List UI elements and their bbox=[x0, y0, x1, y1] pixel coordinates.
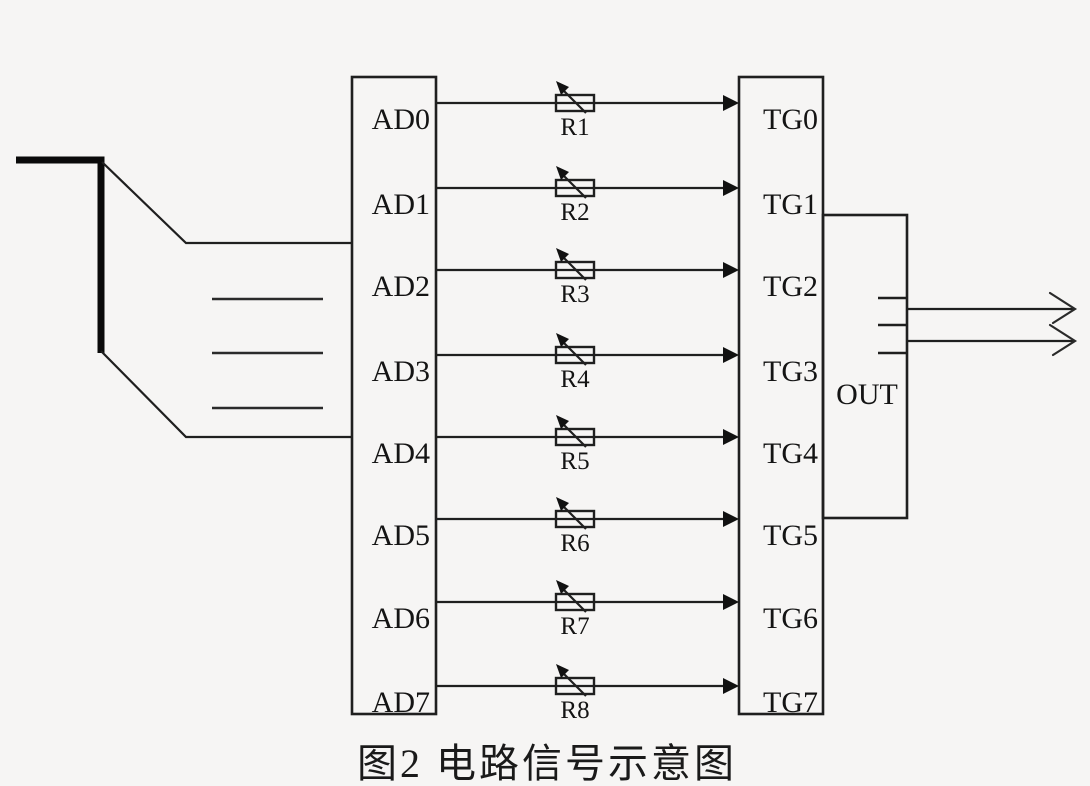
resistor-label-5: R6 bbox=[560, 530, 589, 557]
wire-arrowhead-icon bbox=[723, 594, 739, 610]
resistor-arrowhead-icon bbox=[556, 415, 569, 429]
resistor-body-7 bbox=[554, 676, 596, 696]
wire-arrowhead-icon bbox=[723, 511, 739, 527]
out-box bbox=[821, 213, 909, 520]
resistor-body-2 bbox=[554, 260, 596, 280]
signal-row-3: AD3 TG3 R4 bbox=[372, 333, 818, 393]
resistor-arrowhead-icon bbox=[556, 497, 569, 511]
signal-row-1: AD1 TG1 R2 bbox=[372, 166, 818, 226]
resistor-arrowhead-icon bbox=[556, 664, 569, 678]
resistor-body-1 bbox=[554, 178, 596, 198]
resistor-arrowhead-icon bbox=[556, 166, 569, 180]
pin-label-tg1: TG1 bbox=[763, 188, 818, 221]
resistor-label-7: R8 bbox=[560, 697, 589, 724]
pin-label-ad6: AD6 bbox=[372, 602, 430, 635]
signal-row-6: AD6 TG6 R7 bbox=[372, 580, 818, 640]
signal-row-5: AD5 TG5 R6 bbox=[372, 497, 818, 557]
resistor-body-4 bbox=[554, 427, 596, 447]
pin-label-ad3: AD3 bbox=[372, 355, 430, 388]
wire-arrowhead-icon bbox=[723, 347, 739, 363]
wire-arrowhead-icon bbox=[723, 429, 739, 445]
pin-label-ad0: AD0 bbox=[372, 103, 430, 136]
signal-row-7: AD7 TG7 R8 bbox=[372, 664, 818, 724]
pin-label-tg7: TG7 bbox=[763, 686, 818, 719]
pin-label-tg3: TG3 bbox=[763, 355, 818, 388]
wire-arrowhead-icon bbox=[723, 95, 739, 111]
resistor-label-6: R7 bbox=[560, 613, 589, 640]
wire-arrowhead-icon bbox=[723, 262, 739, 278]
signal-row-0: AD0 TG0 R1 bbox=[372, 81, 818, 141]
ad-block bbox=[350, 75, 438, 716]
resistor-body-3 bbox=[554, 345, 596, 365]
pin-label-ad4: AD4 bbox=[372, 437, 430, 470]
input-bus-bracket bbox=[16, 156, 105, 353]
resistor-arrowhead-icon bbox=[556, 248, 569, 262]
pin-label-ad5: AD5 bbox=[372, 519, 430, 552]
signal-row-4: AD4 TG4 R5 bbox=[372, 415, 818, 475]
resistor-body-6 bbox=[554, 592, 596, 612]
open-arrowhead-icon bbox=[1048, 291, 1078, 325]
resistor-adjust-arrow bbox=[561, 340, 587, 366]
wire-arrowhead-icon bbox=[723, 678, 739, 694]
pin-label-ad7: AD7 bbox=[372, 686, 430, 719]
pin-label-tg2: TG2 bbox=[763, 270, 818, 303]
resistor-adjust-arrow bbox=[561, 88, 587, 114]
resistor-adjust-arrow bbox=[561, 587, 587, 613]
pin-label-ad1: AD1 bbox=[372, 188, 430, 221]
bus-fan-line-lower bbox=[100, 350, 352, 439]
resistor-arrowhead-icon bbox=[556, 333, 569, 347]
resistor-body-0 bbox=[554, 93, 596, 113]
resistor-adjust-arrow bbox=[561, 422, 587, 448]
pin-label-tg5: TG5 bbox=[763, 519, 818, 552]
resistor-label-4: R5 bbox=[560, 448, 589, 475]
resistor-label-3: R4 bbox=[560, 366, 590, 393]
resistor-adjust-arrow bbox=[561, 255, 587, 281]
resistor-adjust-arrow bbox=[561, 671, 587, 697]
resistor-label-0: R1 bbox=[560, 114, 589, 141]
pin-label-tg4: TG4 bbox=[763, 437, 818, 470]
output-arrow bbox=[907, 323, 1078, 357]
out-label: OUT bbox=[836, 378, 898, 411]
pin-label-tg6: TG6 bbox=[763, 602, 818, 635]
resistor-arrowhead-icon bbox=[556, 81, 569, 95]
pin-label-ad2: AD2 bbox=[372, 270, 430, 303]
resistor-adjust-arrow bbox=[561, 504, 587, 530]
wire-arrowhead-icon bbox=[723, 180, 739, 196]
output-arrow bbox=[907, 291, 1078, 325]
pin-label-tg0: TG0 bbox=[763, 103, 818, 136]
resistor-arrowhead-icon bbox=[556, 580, 569, 594]
open-arrowhead-icon bbox=[1048, 323, 1078, 357]
figure-caption: 图2 电路信号示意图 bbox=[357, 741, 737, 786]
signal-row-2: AD2 TG2 R3 bbox=[372, 248, 818, 308]
resistor-adjust-arrow bbox=[561, 173, 587, 199]
bus-fan-line-upper bbox=[101, 161, 352, 245]
resistor-label-2: R3 bbox=[560, 281, 589, 308]
resistor-label-1: R2 bbox=[560, 199, 589, 226]
resistor-body-5 bbox=[554, 509, 596, 529]
